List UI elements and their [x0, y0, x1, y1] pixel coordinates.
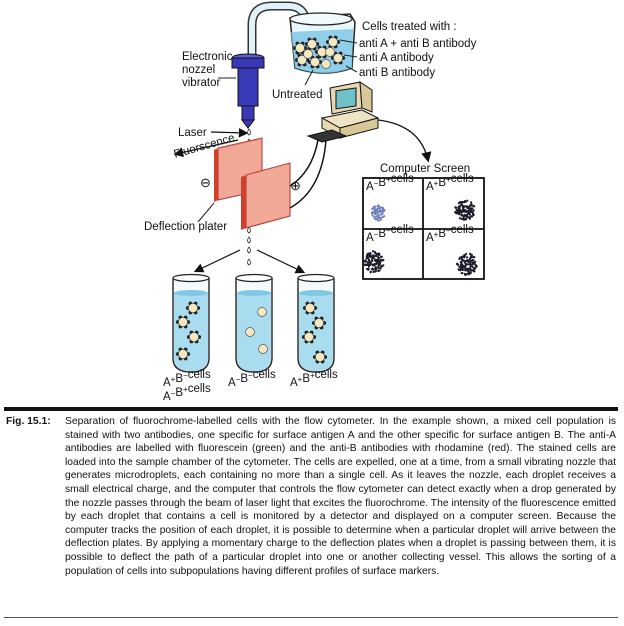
- electronic-label: Electronic: [182, 51, 233, 63]
- tube-stained-cell: [302, 301, 318, 315]
- computer-screen-title: Computer Screen: [380, 163, 470, 175]
- minus-sign: ⊖: [200, 175, 211, 190]
- droplet: [247, 128, 251, 136]
- nozzle-vibrator: [231, 53, 265, 129]
- figure-caption: Fig. 15.1: Separation of fluorochrome-la…: [6, 415, 616, 578]
- tube-stained-cell: [175, 315, 191, 329]
- beaker-untreated-cell: [325, 47, 335, 57]
- collection-tube: [172, 273, 210, 373]
- tube-untreated-cell: [245, 327, 255, 337]
- beaker-stained-cell: [330, 51, 346, 65]
- quadrant-label: A+B−cells: [426, 224, 474, 244]
- cluster-a-neg-b-neg: [363, 250, 385, 274]
- tube-stained-cell: [312, 350, 328, 364]
- beaker-stained-cell: [314, 45, 330, 59]
- deflection-plate-positive: [241, 162, 291, 230]
- plus-sign: ⊕: [290, 178, 301, 193]
- tube-stained-cell: [175, 347, 191, 361]
- droplet: [247, 258, 251, 266]
- tube-stained-cell: [301, 330, 317, 344]
- tube-label: A+B−cells: [163, 369, 211, 389]
- collection-tube: [235, 273, 273, 373]
- anti-a-plus-b-label: anti A + anti B antibody: [359, 38, 477, 50]
- tube-label: A−B−cells: [228, 369, 276, 389]
- quadrant-label: A+B+cells: [426, 173, 474, 193]
- beaker-cells: [292, 35, 346, 69]
- cluster-a-pos-b-neg: [456, 252, 478, 276]
- tube-stained-cell: [311, 316, 327, 330]
- collection-tubes: [172, 273, 335, 373]
- deflection-label-leader: [197, 202, 215, 223]
- arrow-to-right-tube: [256, 249, 306, 274]
- tube-label: A+B+cells: [290, 369, 338, 389]
- caption-text: Separation of fluorochrome-labelled cell…: [65, 416, 616, 577]
- droplet: [247, 236, 251, 244]
- caption-rule-bottom: [4, 617, 618, 618]
- tube-untreated-cell: [257, 307, 267, 317]
- tube-stained-cell: [185, 301, 201, 315]
- arrow-to-left-tube: [193, 249, 241, 273]
- quadrant-label: A−B+cells: [366, 173, 414, 193]
- anti-a-label: anti A antibody: [359, 52, 434, 64]
- cells-treated-label: Cells treated with :: [362, 21, 457, 33]
- plate-cables: [289, 139, 327, 209]
- flow-cytometer-diagram: Cells treated with : anti A + anti B ant…: [144, 1, 485, 403]
- nozzel-label: nozzel: [182, 64, 215, 76]
- beaker-stained-cell: [304, 37, 320, 51]
- tube-untreated-cell: [258, 344, 268, 354]
- untreated-label: Untreated: [272, 89, 323, 101]
- cluster-a-neg-b-pos: [370, 204, 386, 222]
- droplet: [247, 226, 251, 234]
- beaker-stained-cell: [307, 55, 323, 69]
- collection-tube: [297, 273, 335, 373]
- tube-label: A−B+cells: [163, 383, 211, 403]
- droplet: [247, 246, 251, 254]
- beaker-label-leaders: [304, 39, 358, 86]
- cluster-a-pos-b-pos: [454, 199, 476, 221]
- scatter-clusters: [363, 199, 478, 276]
- anti-b-label: anti B antibody: [359, 67, 435, 79]
- vibrator-label: vibrator: [182, 77, 221, 89]
- tube-stained-cell: [186, 330, 202, 344]
- beaker-untreated-cell: [321, 59, 331, 69]
- beaker-stained-cell: [325, 35, 341, 49]
- laser-arrow: [210, 127, 249, 138]
- deflection-plater-label: Deflection plater: [144, 221, 227, 233]
- figure-number: Fig. 15.1:: [6, 416, 51, 427]
- laser-label: Laser: [178, 127, 207, 139]
- computer-to-screen-arrow: [377, 119, 432, 163]
- caption-rule-top: [4, 407, 618, 411]
- computer: [306, 81, 380, 143]
- beaker-untreated-cell: [303, 49, 313, 59]
- fluorescence-arrow: [173, 139, 239, 158]
- quadrant-label: A−B−cells: [366, 224, 414, 244]
